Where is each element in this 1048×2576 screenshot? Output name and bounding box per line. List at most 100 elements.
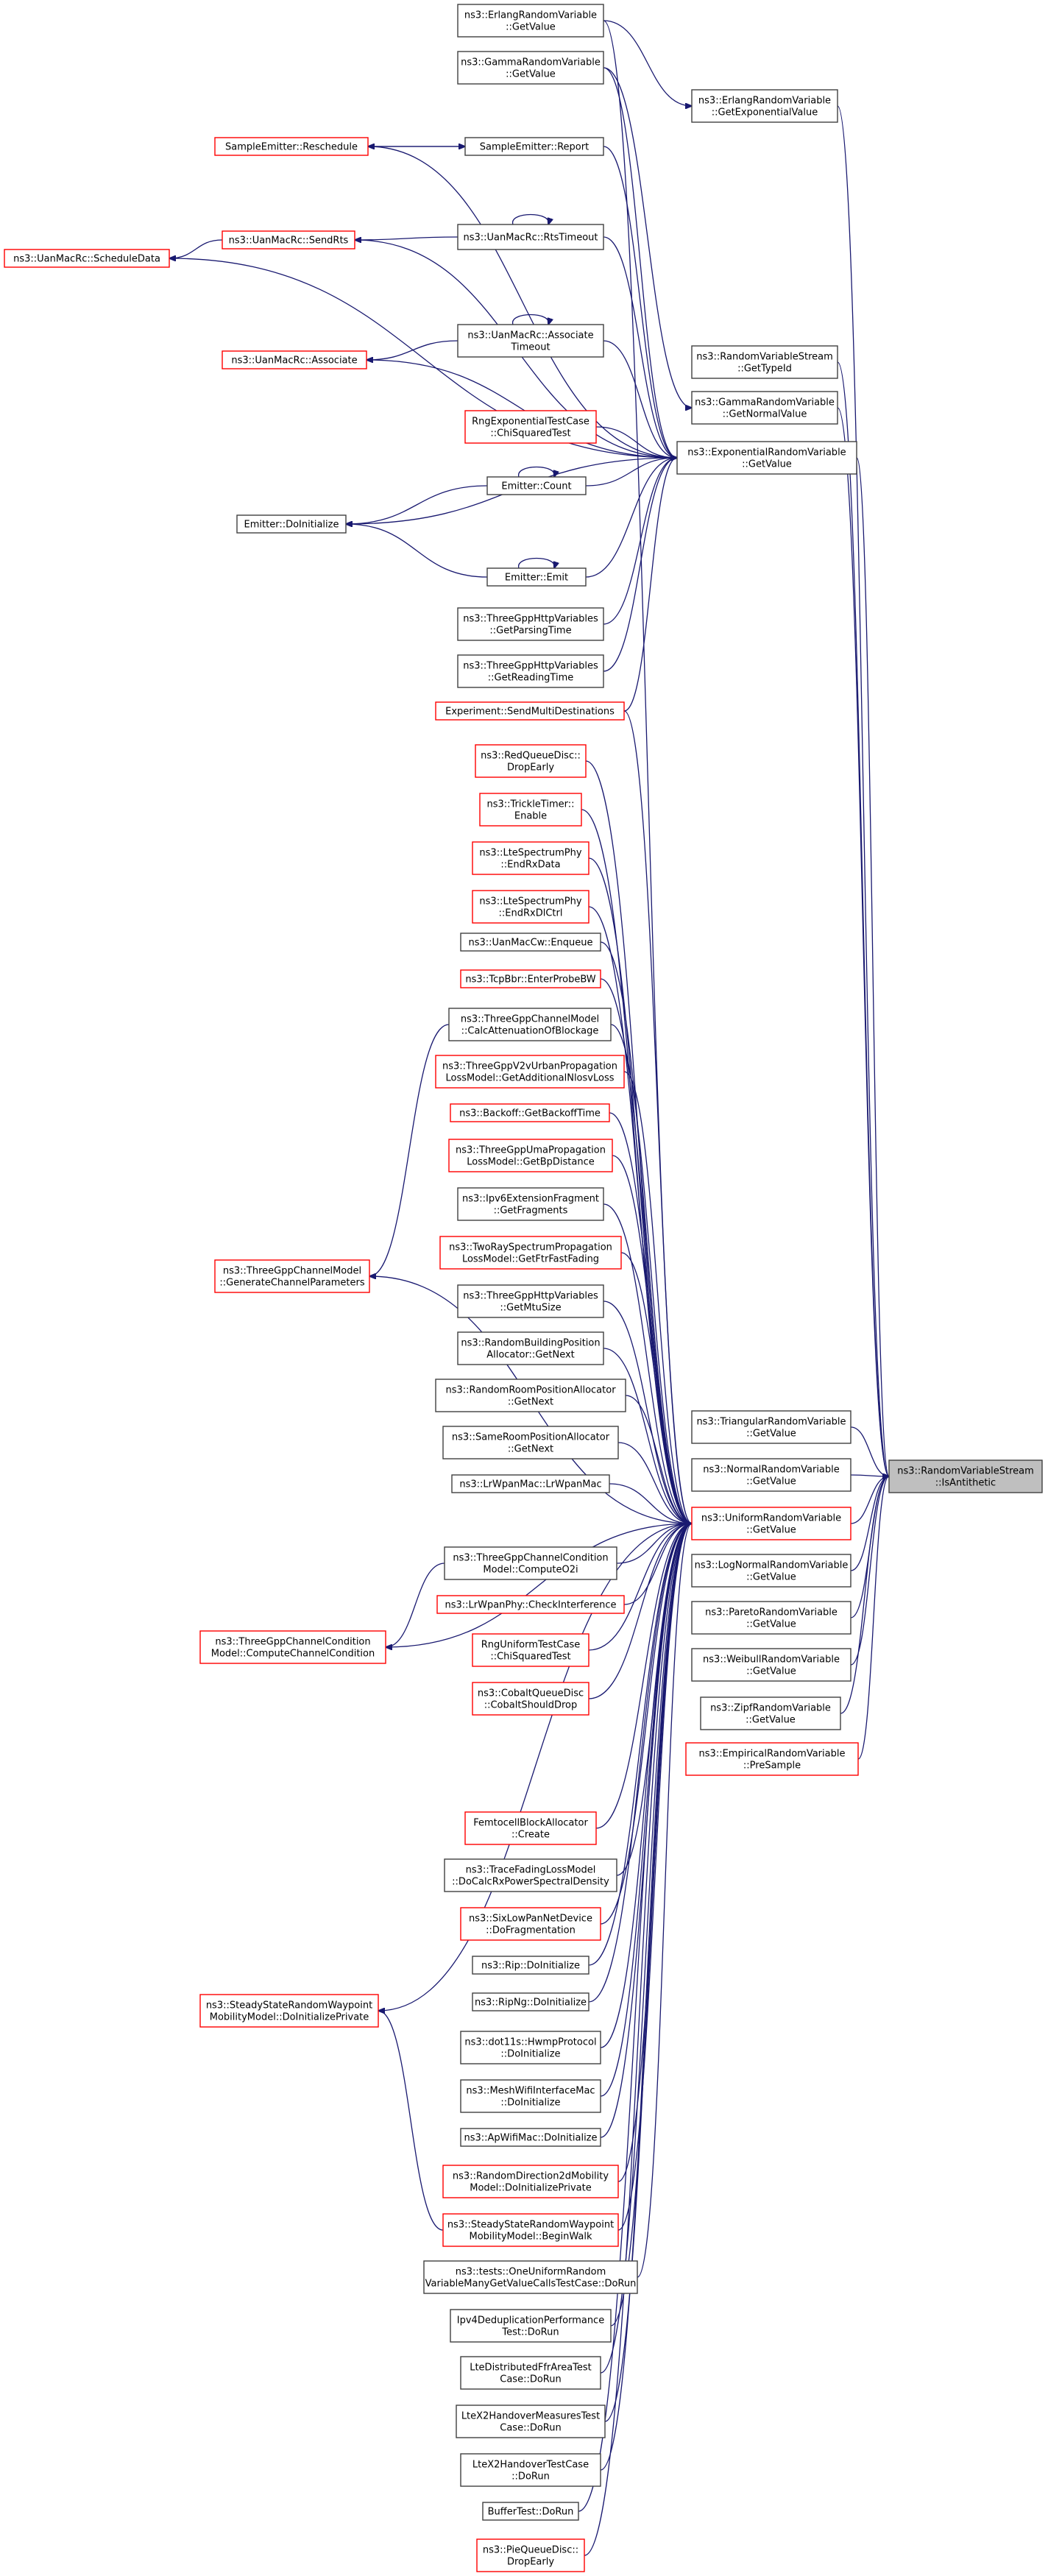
- graph-node-n11[interactable]: ns3::GammaRandomVariable::GetNormalValue: [691, 391, 838, 425]
- graph-node-n40[interactable]: ns3::RandomVariableStream::IsAntithetic: [888, 1459, 1043, 1493]
- graph-node-n39[interactable]: ns3::NormalRandomVariable::GetValue: [691, 1458, 852, 1492]
- graph-node-n44[interactable]: ns3::LrWpanPhy::CheckInterference: [436, 1595, 625, 1614]
- graph-node-n34[interactable]: ns3::RandomBuildingPositionAllocator::Ge…: [457, 1331, 604, 1365]
- node-box: [888, 1459, 1043, 1493]
- graph-node-n16[interactable]: Emitter::Emit: [486, 567, 587, 587]
- node-label: ::DoRun: [511, 2471, 550, 2483]
- graph-node-n48[interactable]: ns3::WeibullRandomVariable::GetValue: [691, 1648, 852, 1682]
- call-edge-n63-to-n41: [637, 1524, 692, 2278]
- graph-node-n59[interactable]: ns3::MeshWifiInterfaceMac::DoInitialize: [460, 2079, 601, 2113]
- node-box: [442, 2213, 619, 2247]
- graph-node-n30[interactable]: ns3::ThreeGppChannelModel::GenerateChann…: [214, 1259, 370, 1293]
- node-label: ::GetValue: [506, 22, 556, 33]
- graph-node-n61[interactable]: ns3::RandomDirection2dMobilityModel::DoI…: [442, 2165, 619, 2198]
- node-label: ::GetExponentialValue: [712, 107, 818, 118]
- graph-node-n18[interactable]: ns3::ThreeGppHttpVariables::GetReadingTi…: [457, 654, 604, 688]
- graph-node-n7[interactable]: ns3::UanMacRc::ScheduleData: [4, 249, 170, 268]
- graph-node-n45[interactable]: ns3::ParetoRandomVariable::GetValue: [691, 1601, 852, 1635]
- node-label: ns3::NormalRandomVariable: [703, 1465, 840, 1476]
- call-edge-n64-to-n41: [610, 1524, 692, 2326]
- node-label: VariableManyGetValueCallsTestCase::DoRun: [425, 2279, 637, 2290]
- graph-node-n49[interactable]: ns3::CobaltQueueDisc::CobaltShouldDrop: [472, 1682, 590, 1716]
- call-edge-n5-to-n7: [169, 239, 223, 258]
- node-label: FemtocellBlockAllocator: [473, 1818, 588, 1829]
- graph-node-n56[interactable]: ns3::RipNg::DoInitialize: [472, 1992, 590, 2011]
- graph-node-n21[interactable]: ns3::TrickleTimer::Enable: [479, 793, 582, 827]
- node-box: [691, 1601, 852, 1635]
- graph-node-n31[interactable]: ns3::Ipv6ExtensionFragment::GetFragments: [457, 1187, 604, 1221]
- node-box: [214, 1259, 370, 1293]
- graph-node-n42[interactable]: ns3::ThreeGppChannelConditionModel::Comp…: [444, 1546, 617, 1580]
- graph-node-n22[interactable]: ns3::LteSpectrumPhy::EndRxData: [472, 841, 590, 875]
- call-edge-n48-to-n40: [850, 1476, 889, 1666]
- node-box: [486, 476, 587, 495]
- graph-node-n14[interactable]: Emitter::Count: [486, 476, 587, 495]
- graph-node-n68[interactable]: BufferTest::DoRun: [482, 2502, 579, 2521]
- call-edge-n25-to-n41: [600, 978, 692, 1524]
- graph-node-n2[interactable]: ns3::ErlangRandomVariable::GetExponentia…: [691, 89, 838, 123]
- graph-node-n46[interactable]: ns3::ThreeGppChannelConditionModel::Comp…: [199, 1630, 386, 1664]
- graph-node-n26[interactable]: ns3::ThreeGppChannelModel::CalcAttenuati…: [448, 1008, 612, 1041]
- graph-node-n19[interactable]: Experiment::SendMultiDestinations: [435, 701, 625, 721]
- node-box: [472, 1956, 590, 1975]
- graph-node-n17[interactable]: ns3::ThreeGppHttpVariables::GetParsingTi…: [457, 607, 604, 641]
- graph-node-n47[interactable]: RngUniformTestCase::ChiSquaredTest: [472, 1633, 590, 1667]
- graph-node-n3[interactable]: SampleEmitter::Reschedule: [214, 137, 369, 156]
- graph-node-n1[interactable]: ns3::GammaRandomVariable::GetValue: [457, 51, 604, 85]
- graph-node-n13[interactable]: ns3::ExponentialRandomVariable::GetValue: [676, 441, 857, 475]
- call-edge-n27-to-n41: [623, 1071, 692, 1524]
- graph-node-n58[interactable]: ns3::dot11s::HwmpProtocol::DoInitialize: [460, 2031, 601, 2064]
- graph-node-n5[interactable]: ns3::UanMacRc::SendRts: [222, 230, 355, 250]
- graph-node-n67[interactable]: LteX2HandoverTestCase::DoRun: [460, 2453, 601, 2487]
- graph-node-n50[interactable]: ns3::ZipfRandomVariable::GetValue: [700, 1696, 841, 1730]
- graph-node-n51[interactable]: ns3::EmpiricalRandomVariable::PreSample: [685, 1742, 859, 1776]
- call-edge-n59-to-n41: [600, 1524, 692, 2097]
- node-label: ns3::ExponentialRandomVariable: [687, 447, 846, 459]
- graph-node-n53[interactable]: ns3::TraceFadingLossModel::DoCalcRxPower…: [444, 1858, 617, 1892]
- graph-node-n54[interactable]: ns3::SixLowPanNetDevice::DoFragmentation: [460, 1907, 601, 1941]
- node-box: [457, 51, 604, 85]
- graph-node-n63[interactable]: ns3::tests::OneUniformRandomVariableMany…: [423, 2260, 638, 2294]
- graph-node-n32[interactable]: ns3::TwoRaySpectrumPropagationLossModel:…: [439, 1236, 622, 1270]
- graph-node-n36[interactable]: ns3::SameRoomPositionAllocator::GetNext: [442, 1426, 619, 1459]
- graph-node-n43[interactable]: ns3::LogNormalRandomVariable::GetValue: [691, 1554, 852, 1588]
- call-edge-n16-to-n16: [518, 557, 555, 569]
- node-label: ::GetMtuSize: [500, 1303, 561, 1314]
- graph-node-n69[interactable]: ns3::PieQueueDisc::DropEarly: [476, 2538, 585, 2572]
- graph-node-n9[interactable]: ns3::UanMacRc::Associate: [222, 350, 367, 369]
- graph-node-n29[interactable]: ns3::ThreeGppUmaPropagationLossModel::Ge…: [448, 1139, 613, 1172]
- graph-node-n37[interactable]: ns3::LrWpanMac::LrWpanMac: [451, 1474, 610, 1493]
- graph-node-n55[interactable]: ns3::Rip::DoInitialize: [472, 1956, 590, 1975]
- graph-node-n12[interactable]: RngExponentialTestCase::ChiSquaredTest: [464, 410, 597, 444]
- graph-node-n35[interactable]: ns3::RandomRoomPositionAllocator::GetNex…: [435, 1379, 626, 1412]
- graph-node-n38[interactable]: ns3::TriangularRandomVariable::GetValue: [691, 1410, 852, 1444]
- call-edge-n4-to-n13: [603, 146, 677, 458]
- graph-node-n57[interactable]: ns3::SteadyStateRandomWaypointMobilityMo…: [199, 1994, 379, 2028]
- graph-node-n24[interactable]: ns3::UanMacCw::Enqueue: [460, 933, 601, 952]
- graph-node-n28[interactable]: ns3::Backoff::GetBackoffTime: [450, 1103, 610, 1122]
- call-edge-n46-to-n41: [385, 1524, 692, 1648]
- graph-node-n4[interactable]: SampleEmitter::Report: [464, 137, 604, 156]
- graph-node-n20[interactable]: ns3::RedQueueDisc::DropEarly: [475, 744, 587, 778]
- graph-node-n23[interactable]: ns3::LteSpectrumPhy::EndRxDlCtrl: [472, 890, 590, 924]
- graph-node-n33[interactable]: ns3::ThreeGppHttpVariables::GetMtuSize: [457, 1284, 604, 1318]
- graph-node-n27[interactable]: ns3::ThreeGppV2vUrbanPropagationLossMode…: [435, 1055, 625, 1089]
- graph-node-n25[interactable]: ns3::TcpBbr::EnterProbeBW: [460, 969, 601, 988]
- graph-node-n0[interactable]: ns3::ErlangRandomVariable::GetValue: [457, 4, 604, 38]
- graph-node-n52[interactable]: FemtocellBlockAllocator::Create: [464, 1811, 597, 1845]
- graph-node-n41[interactable]: ns3::UniformRandomVariable::GetValue: [691, 1507, 852, 1540]
- node-label: Case::DoRun: [500, 2374, 561, 2385]
- node-label: ::GetNext: [508, 1444, 553, 1455]
- graph-node-n60[interactable]: ns3::ApWifiMac::DoInitialize: [460, 2128, 601, 2147]
- graph-node-n15[interactable]: Emitter::DoInitialize: [236, 514, 347, 534]
- node-label: ns3::RandomDirection2dMobility: [453, 2171, 609, 2182]
- node-label: ns3::LrWpanMac::LrWpanMac: [459, 1479, 601, 1490]
- graph-node-n10[interactable]: ns3::RandomVariableStream::GetTypeId: [691, 345, 838, 379]
- graph-node-n6[interactable]: ns3::UanMacRc::RtsTimeout: [457, 224, 604, 250]
- node-box: [700, 1696, 841, 1730]
- graph-node-n62[interactable]: ns3::SteadyStateRandomWaypointMobilityMo…: [442, 2213, 619, 2247]
